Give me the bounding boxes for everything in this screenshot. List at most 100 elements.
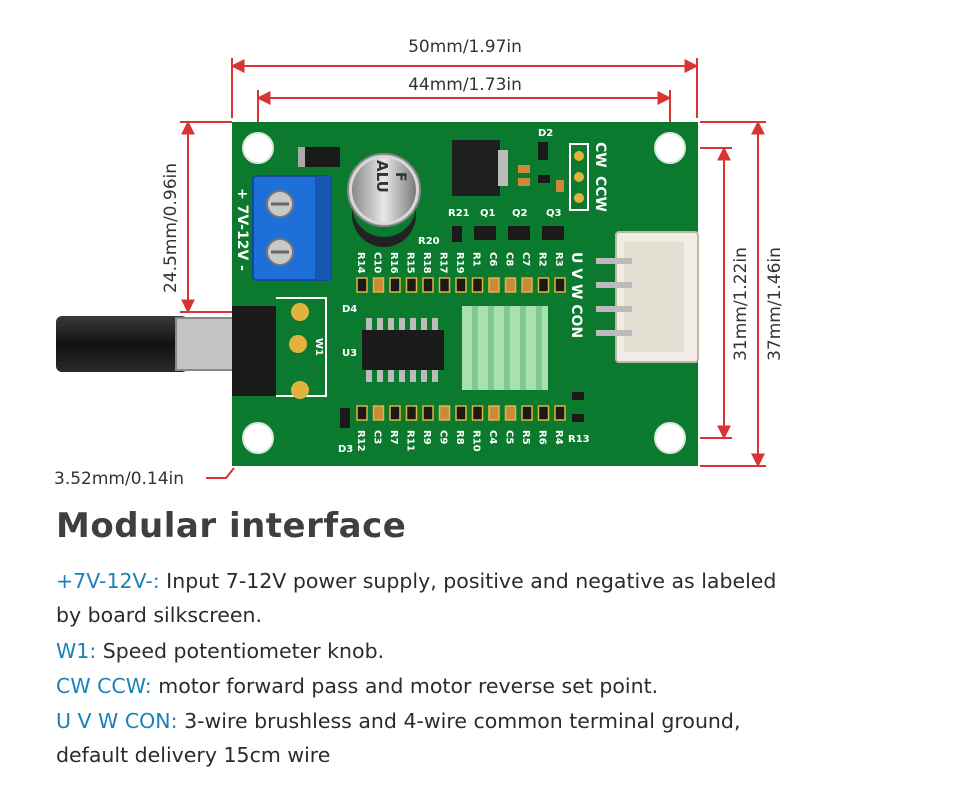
top-part-r15	[405, 277, 418, 293]
cw-ccw-header	[569, 143, 589, 211]
desc-cw-ccw: CW CCW: motor forward pass and motor rev…	[56, 671, 658, 701]
power-terminal	[252, 175, 332, 281]
top-label-c8: C8	[504, 252, 515, 266]
diode-d1	[298, 147, 340, 167]
bottom-part-r5	[521, 405, 533, 421]
small-components-bottom	[340, 392, 584, 428]
top-part-r2	[537, 277, 550, 293]
bottom-label-r11: R11	[405, 430, 416, 452]
bottom-label-r9: R9	[421, 430, 432, 445]
bottom-label-r5: R5	[520, 430, 531, 445]
top-part-r1	[471, 277, 484, 293]
top-label-r1: R1	[471, 252, 482, 267]
top-part-r18	[422, 277, 434, 293]
desc-power-text: Input 7-12V power supply, positive and n…	[159, 569, 777, 593]
top-label-r15: R15	[405, 252, 416, 274]
top-part-c10	[372, 277, 385, 293]
top-label-r17: R17	[438, 252, 449, 274]
mounting-holes	[242, 132, 686, 454]
top-label-c7: C7	[520, 252, 531, 266]
q3-label: Q3	[546, 208, 562, 219]
ccw-label: CCW	[592, 176, 608, 212]
heatsink	[462, 306, 548, 390]
desc-cw-ccw-key: CW CCW:	[56, 674, 152, 698]
top-label-c6: C6	[487, 252, 498, 266]
top-label-r19: R19	[454, 252, 465, 274]
desc-w1: W1: Speed potentiometer knob.	[56, 636, 384, 666]
d4-label: D4	[342, 304, 357, 315]
top-part-c8	[504, 277, 517, 293]
width-holes-label: 44mm/1.73in	[408, 75, 522, 95]
desc-cw-ccw-text: motor forward pass and motor reverse set…	[151, 674, 659, 698]
top-part-r14	[356, 277, 368, 293]
bottom-label-r6: R6	[537, 430, 548, 445]
desc-uvw-text: 3-wire brushless and 4-wire common termi…	[177, 709, 741, 733]
top-label-r14: R14	[355, 252, 366, 274]
desc-w1-text: Speed potentiometer knob.	[96, 639, 385, 663]
bottom-part-c9	[438, 405, 451, 421]
w1-label: W1	[313, 338, 324, 356]
top-part-c7	[521, 277, 533, 293]
cap-text-1: ALU	[373, 160, 391, 193]
q2-label: Q2	[512, 208, 528, 219]
bottom-part-r7	[389, 405, 401, 421]
bottom-label-c4: C4	[487, 430, 498, 444]
bottom-label-r12: R12	[355, 430, 366, 452]
power-label: + 7V-12V -	[234, 188, 250, 271]
height-total-label: 37mm/1.46in	[765, 247, 785, 361]
desc-w1-key: W1:	[56, 639, 97, 663]
small-components-top	[518, 142, 564, 192]
r13-label: R13	[568, 434, 590, 445]
top-part-r19	[455, 277, 467, 293]
top-label-r18: R18	[421, 252, 432, 274]
bottom-part-r10	[471, 405, 484, 421]
desc-uvw: U V W CON: 3-wire brushless and 4-wire c…	[56, 706, 740, 736]
dimension-lines	[180, 58, 766, 479]
desc-uvw-key: U V W CON:	[56, 709, 178, 733]
top-label-c10: C10	[372, 252, 383, 273]
hole-offset-label: 3.52mm/0.14in	[54, 469, 184, 489]
height-holes-label: 31mm/1.22in	[731, 247, 751, 361]
r20-label: R20	[418, 236, 440, 247]
bottom-label-r8: R8	[454, 430, 465, 445]
bottom-part-r4	[554, 405, 566, 421]
top-component-row: R14 C10 R16 R15 R18 R17 R19 R1 C6 C8 C7 R2 R3	[355, 252, 566, 293]
bottom-part-c5	[504, 405, 517, 421]
dimension-labels: 50mm/1.97in 44mm/1.73in 24.5mm/0.96in 31…	[54, 37, 785, 489]
electrolytic-capacitor: ALU F	[347, 153, 421, 247]
transistors: R21 Q1 Q2 Q3 R20	[418, 208, 564, 247]
motor-connector	[596, 231, 699, 363]
height-left-label: 24.5mm/0.96in	[161, 163, 181, 293]
q1-label: Q1	[480, 208, 496, 219]
d3-label: D3	[338, 444, 353, 455]
bottom-part-r6	[537, 405, 550, 421]
u3-label: U3	[342, 348, 357, 359]
bottom-label-c5: C5	[504, 430, 515, 444]
bottom-part-r12	[356, 405, 368, 421]
top-label-r2: R2	[537, 252, 548, 267]
desc-power: +7V-12V-: Input 7-12V power supply, posi…	[56, 566, 776, 596]
bottom-label-r10: R10	[471, 430, 482, 452]
potentiometer-w1	[56, 297, 327, 399]
bottom-part-r11	[405, 405, 418, 421]
board-diagram: 50mm/1.97in 44mm/1.73in 24.5mm/0.96in 31…	[54, 37, 785, 489]
desc-uvw-cont: default delivery 15cm wire	[56, 743, 331, 767]
bottom-label-r7: R7	[388, 430, 399, 445]
top-part-r16	[389, 277, 401, 293]
top-label-r3: R3	[553, 252, 564, 267]
section-heading: Modular interface	[56, 506, 407, 546]
desc-power-cont: by board silkscreen.	[56, 603, 262, 627]
uvw-label: U V W CON	[568, 252, 584, 338]
top-part-c6	[488, 277, 500, 293]
ic-u3	[362, 318, 444, 382]
cap-text-2: F	[392, 172, 408, 182]
bottom-part-r9	[422, 405, 434, 421]
top-label-r16: R16	[388, 252, 399, 274]
width-total-label: 50mm/1.97in	[408, 37, 522, 57]
cw-label: CW	[592, 142, 608, 168]
d2-label: D2	[538, 128, 553, 139]
bottom-part-c4	[488, 405, 500, 421]
r21-label: R21	[448, 208, 470, 219]
top-part-r17	[438, 277, 451, 293]
